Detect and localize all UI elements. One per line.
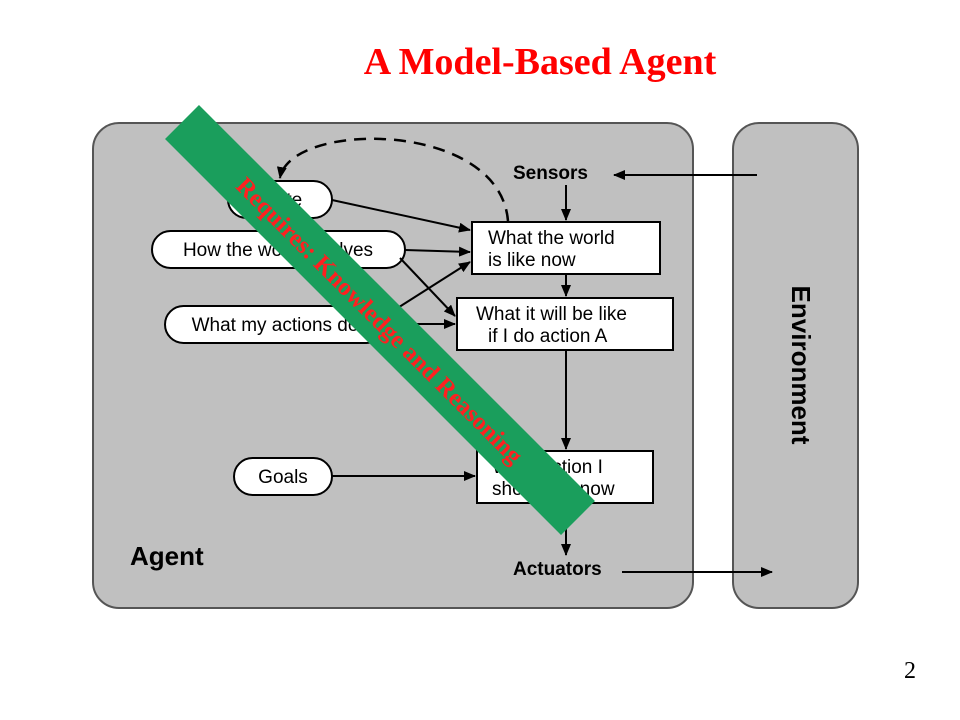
- will-be-box: [456, 297, 674, 351]
- world-now-line2: is like now: [488, 250, 576, 271]
- world-now-box: [471, 221, 661, 275]
- goals-label: Goals: [258, 467, 308, 488]
- slide-title: A Model-Based Agent: [363, 41, 717, 83]
- environment-panel: [732, 122, 859, 609]
- state-to-world-arrow: [331, 199, 471, 233]
- state-feedback-dashed-arrow: [276, 137, 510, 222]
- sensors-label: Sensors: [513, 163, 588, 184]
- environment-label: Environment: [786, 286, 816, 445]
- agent-label: Agent: [130, 541, 204, 571]
- evolves-to-world-arrow: [404, 246, 471, 257]
- actuators-label: Actuators: [513, 559, 602, 580]
- will-be-line2: if I do action A: [488, 326, 608, 347]
- will-be-line1: What it will be like: [476, 304, 627, 325]
- page-number: 2: [904, 658, 916, 684]
- evolves-to-willbe-arrow: [399, 257, 456, 317]
- world-now-line1: What the world: [488, 228, 615, 249]
- actions-do-label: What my actions do: [192, 315, 359, 336]
